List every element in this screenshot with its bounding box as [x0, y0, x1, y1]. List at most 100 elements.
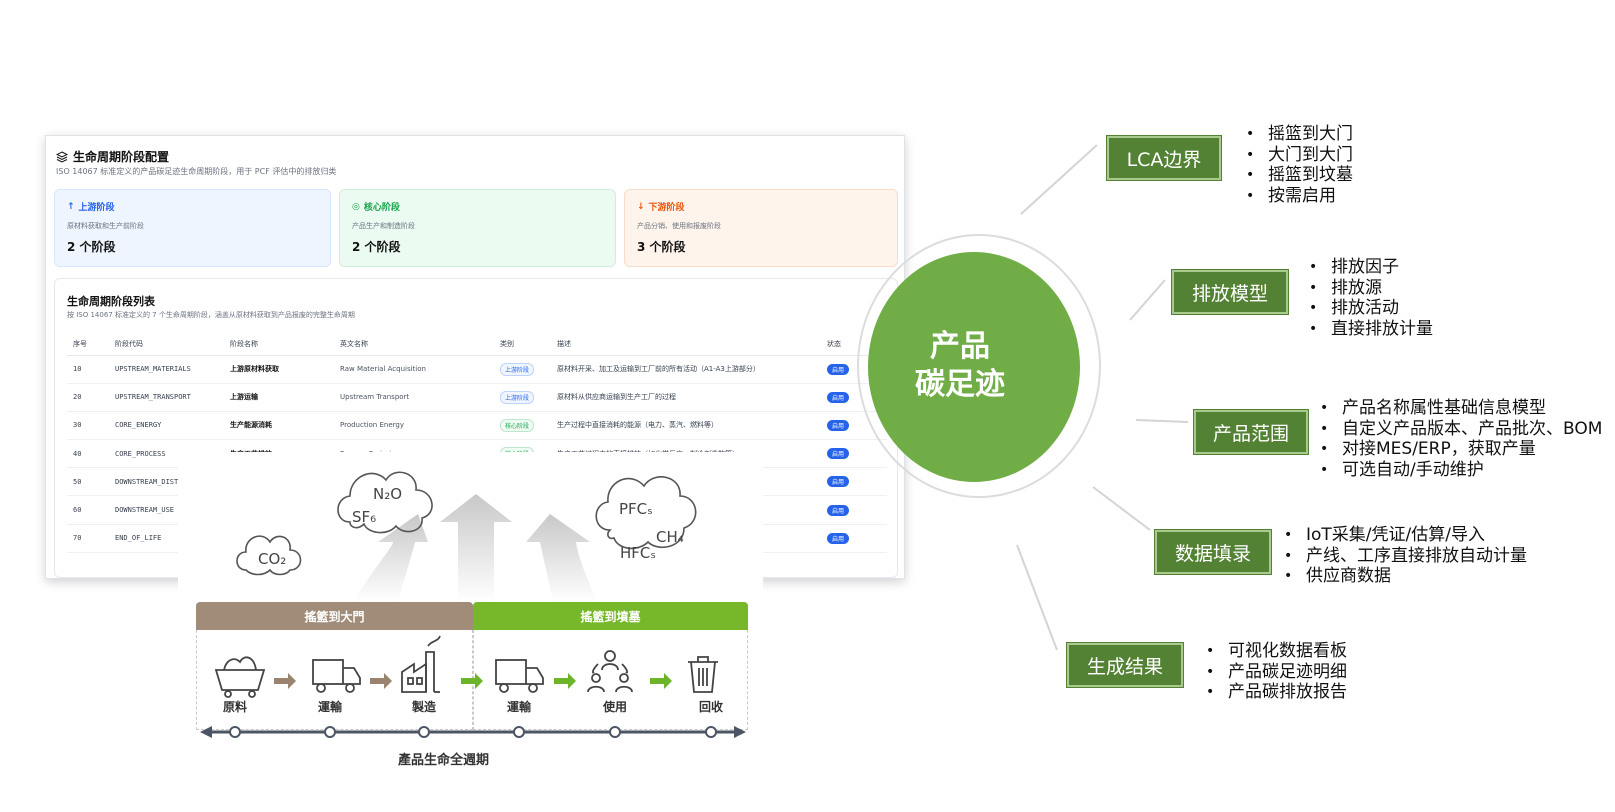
timeline-arrow-left [200, 726, 212, 738]
step-arrow [554, 673, 576, 689]
gas-label: N₂O [373, 485, 402, 503]
cell-code: UPSTREAM_MATERIALS [109, 355, 224, 384]
bullet-item: 排放活动 [1307, 298, 1433, 319]
cell-name: 上游运输 [224, 383, 334, 412]
table-header-row: 序号 阶段代码 阶段名称 英文名称 类别 描述 状态 [67, 333, 887, 356]
bullet-item: 产品碳排放报告 [1204, 682, 1347, 703]
card-subtitle: ISO 14067 标准定义的产品碳足迹生命周期阶段，用于 PCF 评估中的排放… [56, 167, 337, 176]
cell-no: 60 [67, 495, 109, 525]
timeline-arrow-right [734, 726, 746, 738]
bullet-item: 摇篮到坟墓 [1244, 165, 1353, 186]
cell-desc: 生产过程中直接消耗的能源（电力、蒸汽、燃料等） [551, 411, 821, 441]
connector [1020, 144, 1098, 215]
cell-no: 30 [67, 411, 109, 441]
bullets-lca-boundary: 摇篮到大门 大门到大门 摇篮到坟墓 按需启用 [1244, 124, 1353, 206]
stage-count: 2 个阶段 [352, 240, 401, 254]
connector [1016, 544, 1058, 651]
layers-icon [56, 150, 68, 163]
bullet-item: 按需启用 [1244, 186, 1353, 207]
core-title-line: 碳足迹 [915, 367, 1005, 402]
phase-cradle-to-gate: 搖籃到大門 [196, 602, 473, 630]
gas-label: HFCₛ [620, 544, 656, 562]
gas-label: PFCₛ [619, 500, 653, 518]
up-arrow-left [353, 514, 428, 602]
timeline-dot [705, 726, 717, 738]
stage-desc: 产品分销、使用和报废阶段 [637, 222, 721, 230]
step-arrow [274, 673, 296, 689]
lifecycle-caption: 產品生命全週期 [398, 753, 490, 768]
bullet-item: 自定义产品版本、产品批次、BOM [1318, 419, 1602, 440]
cell-cat: 上游阶段 [494, 355, 551, 384]
col-header: 描述 [551, 333, 821, 356]
timeline-dot [513, 726, 525, 738]
cell-en: Raw Material Acquisition [334, 355, 494, 384]
timeline-dot [609, 726, 621, 738]
card-title: 生命周期阶段配置 [56, 148, 169, 165]
step-arrow [461, 673, 483, 689]
cell-no: 20 [67, 383, 109, 412]
stage-card-upstream: ↑上游阶段 原材料获取和生产前阶段 2 个阶段 [54, 189, 331, 267]
step-label: 使用 [602, 700, 627, 714]
category-badge: 上游阶段 [500, 362, 535, 376]
cell-status: 启用 [821, 495, 887, 525]
bullet-item: 对接MES/ERP，获取产量 [1318, 439, 1602, 460]
cell-no: 10 [67, 355, 109, 384]
status-badge: 启用 [827, 504, 850, 516]
gas-label: SF₆ [352, 508, 376, 526]
bullet-item: 产品名称属性基础信息模型 [1318, 398, 1602, 419]
bullet-item: 直接排放计量 [1307, 319, 1433, 340]
connector [1129, 279, 1166, 321]
lifecycle-infographic: CO₂ N₂O SF₆ PFCₛ CH₄ HFCₛ 搖籃到大門 搖籃到墳墓 [178, 452, 763, 777]
connector [1135, 419, 1189, 423]
connector [1092, 486, 1151, 531]
timeline-dot [418, 726, 430, 738]
col-header: 序号 [67, 333, 109, 356]
stage-desc: 原材料获取和生产前阶段 [67, 222, 144, 230]
status-badge: 启用 [827, 476, 850, 488]
col-header: 英文名称 [334, 333, 494, 356]
step-arrow [370, 673, 392, 689]
cell-desc: 原材料从供应商运输到生产工厂的过程 [551, 383, 821, 412]
truck-icon [495, 659, 544, 693]
cell-cat: 核心阶段 [494, 411, 551, 441]
bullet-item: 可视化数据看板 [1204, 641, 1347, 662]
bullet-item: 排放源 [1307, 278, 1433, 299]
node-results: 生成结果 [1066, 642, 1184, 688]
cloud-pfcs [595, 476, 697, 550]
stage-count: 3 个阶段 [637, 240, 686, 254]
stage-desc: 产品生产和制造阶段 [352, 222, 415, 230]
timeline-dot [324, 726, 336, 738]
bullet-item: 排放因子 [1307, 257, 1433, 278]
phase-cradle-to-grave: 搖籃到墳墓 [473, 602, 748, 630]
core-ring [857, 234, 1101, 498]
cell-en: Upstream Transport [334, 383, 494, 412]
cell-no: 40 [67, 439, 109, 469]
bullet-item: 摇篮到大门 [1244, 124, 1353, 145]
status-badge: 启用 [827, 448, 850, 460]
cart-icon [214, 656, 266, 698]
cloud-n2o-sf6 [337, 471, 433, 534]
bullet-item: 产线、工序直接排放自动计量 [1282, 546, 1527, 567]
cell-name: 上游原材料获取 [224, 355, 334, 384]
status-badge: 启用 [827, 391, 850, 403]
step-icons [200, 635, 746, 738]
node-data-entry: 数据填录 [1154, 529, 1272, 575]
emission-graphic: CO₂ N₂O SF₆ PFCₛ CH₄ HFCₛ [236, 471, 697, 602]
list-subtitle: 按 ISO 14067 标准定义的 7 个生命周期阶段，涵盖从原材料获取到产品报… [67, 311, 355, 319]
cell-no: 70 [67, 524, 109, 553]
stage-name: 核心阶段 [363, 203, 400, 213]
step-arrow [650, 673, 672, 689]
cell-status: 启用 [821, 467, 887, 497]
up-arrow-right [526, 514, 598, 602]
cloud-co2 [236, 535, 302, 576]
truck-icon [312, 659, 361, 693]
category-badge: 上游阶段 [500, 390, 535, 404]
step-label: 原料 [222, 700, 247, 714]
cell-status: 启用 [821, 439, 887, 469]
status-badge: 启用 [827, 363, 850, 375]
stage-card-downstream: ↓下游阶段 产品分销、使用和报废阶段 3 个阶段 [624, 189, 898, 267]
cell-status: 启用 [821, 524, 887, 553]
